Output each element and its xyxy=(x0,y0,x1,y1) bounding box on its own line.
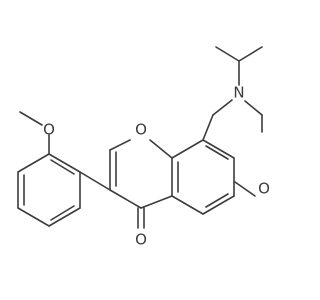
atom-label-o-pyran: O xyxy=(135,121,147,139)
bond xyxy=(234,181,256,197)
bond xyxy=(48,207,81,227)
bond xyxy=(50,205,75,221)
bond xyxy=(238,46,263,62)
bond xyxy=(17,153,50,173)
bond xyxy=(171,195,204,215)
bond xyxy=(205,193,229,208)
bond xyxy=(17,207,50,227)
bond xyxy=(50,159,75,175)
bond xyxy=(212,99,233,116)
bond xyxy=(19,111,43,126)
bond xyxy=(202,114,214,141)
bond xyxy=(79,171,111,191)
bond xyxy=(202,195,235,215)
bond xyxy=(244,100,263,116)
bond xyxy=(149,139,173,159)
atom-label-o-oxazine: O xyxy=(258,180,270,198)
bond xyxy=(48,153,81,173)
bond xyxy=(140,195,173,209)
bond xyxy=(171,139,204,159)
atom-label-o-carbonyl: O xyxy=(135,231,147,249)
bond xyxy=(202,139,235,159)
structure-canvas: O O N O O xyxy=(17,46,270,249)
bond xyxy=(109,189,142,209)
bond xyxy=(109,139,131,151)
bond xyxy=(215,46,240,62)
atom-label-o-methoxy: O xyxy=(43,121,55,139)
atom-label-n-amine: N xyxy=(233,84,244,102)
molecule-structure: O O N O O xyxy=(17,46,270,249)
bond xyxy=(205,145,229,160)
